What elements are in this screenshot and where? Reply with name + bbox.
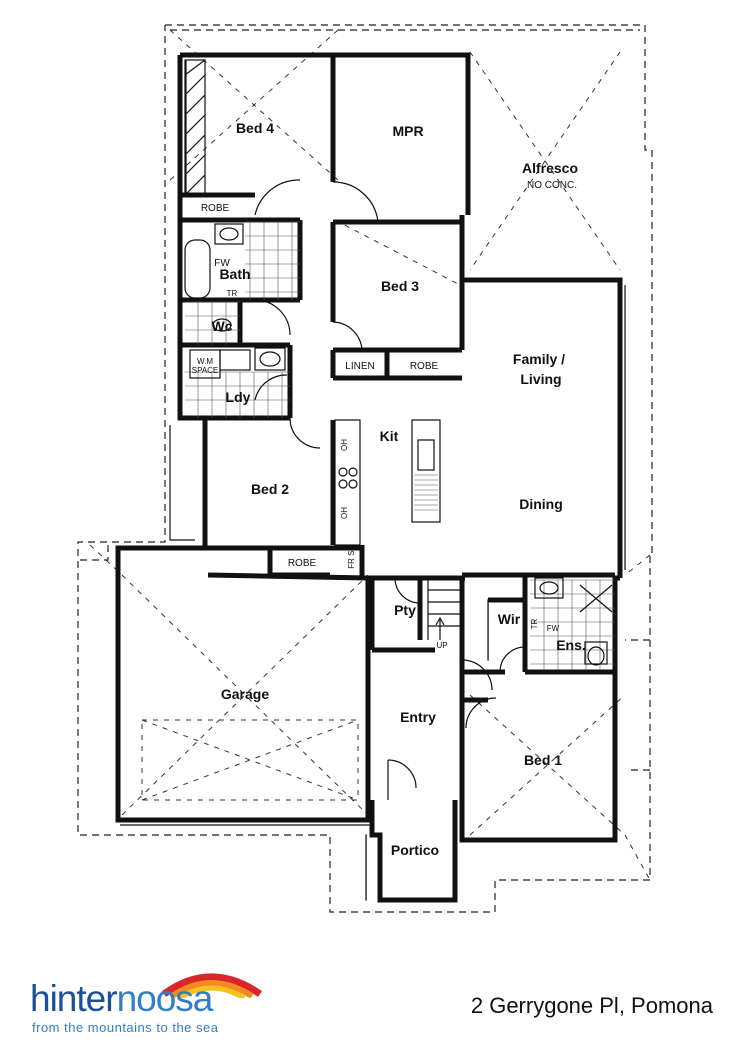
footer: hinternoosa from the mountains to the se… xyxy=(0,960,750,1047)
label-entry: Entry xyxy=(400,709,436,725)
property-address: 2 Gerrygone Pl, Pomona xyxy=(470,993,713,1018)
label-portico: Portico xyxy=(391,842,439,858)
label-wm-space-1: W.M xyxy=(197,357,213,366)
logo-wordmark: hinternoosa xyxy=(30,978,214,1020)
logo-tagline: from the mountains to the sea xyxy=(32,1020,219,1035)
label-garage: Garage xyxy=(221,686,269,702)
label-tr-bath: TR xyxy=(227,289,238,298)
roof-outline xyxy=(77,24,653,913)
fixtures xyxy=(184,223,608,901)
wall-details xyxy=(120,59,626,826)
label-alfresco: Alfresco xyxy=(522,160,578,176)
label-robe-top: ROBE xyxy=(201,203,230,214)
label-bed2: Bed 2 xyxy=(251,481,289,497)
floor-plan: Bed 4 MPR Alfresco NO CONC. ROBE Bath FW… xyxy=(77,24,653,913)
sunrise-arc-icon xyxy=(161,973,262,998)
label-mpr: MPR xyxy=(392,123,423,139)
label-ldy: Ldy xyxy=(226,389,251,405)
label-oh-upper: OH xyxy=(340,439,349,451)
label-wm-space-2: SPACE xyxy=(192,366,219,375)
label-bed4: Bed 4 xyxy=(236,120,274,136)
label-wc: Wc xyxy=(212,318,233,334)
label-oh-lower: OH xyxy=(340,507,349,519)
label-family-living-2: Living xyxy=(520,371,561,387)
label-ens: Ens. xyxy=(556,637,586,653)
label-family-living-1: Family / xyxy=(513,351,565,367)
label-alfresco-note: NO CONC. xyxy=(527,180,577,191)
wet-area-tiles xyxy=(185,221,615,670)
logo-part2: noosa xyxy=(116,978,214,1019)
room-labels: Bed 4 MPR Alfresco NO CONC. ROBE Bath FW… xyxy=(192,120,586,858)
label-fw-bath: FW xyxy=(214,258,230,269)
doors xyxy=(254,179,526,800)
label-bed3: Bed 3 xyxy=(381,278,419,294)
label-robe-bed3: ROBE xyxy=(410,361,439,372)
label-bath: Bath xyxy=(219,266,250,282)
label-dining: Dining xyxy=(519,496,563,512)
label-robe-bed2: ROBE xyxy=(288,558,317,569)
label-linen: LINEN xyxy=(345,361,374,372)
label-fw-ens: FW xyxy=(547,624,560,633)
logo-part1: hinter xyxy=(30,978,118,1019)
internal-walls xyxy=(180,55,615,820)
hinternoosa-logo: hinternoosa from the mountains to the se… xyxy=(30,968,262,1038)
label-bed1: Bed 1 xyxy=(524,752,562,768)
label-tr-ens: TR xyxy=(530,618,539,629)
label-wir: Wir xyxy=(498,611,521,627)
label-pty: Pty xyxy=(394,602,416,618)
label-up: UP xyxy=(436,641,447,650)
label-kit: Kit xyxy=(380,428,399,444)
label-fr-sp: FR SP xyxy=(347,545,356,569)
